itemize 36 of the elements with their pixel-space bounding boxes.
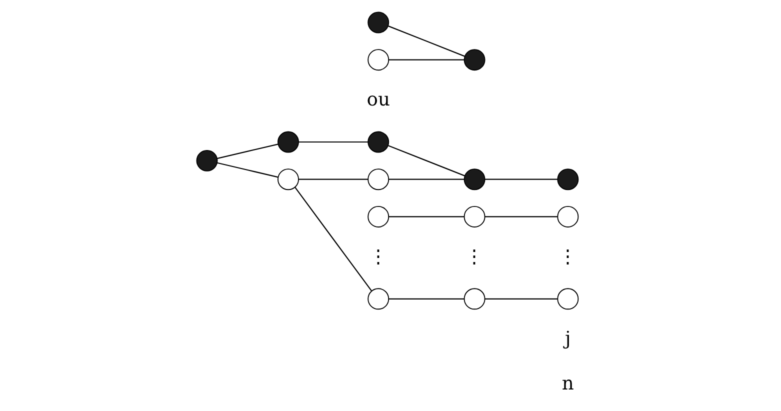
- label: ⋮: [465, 246, 484, 268]
- node-circle: [278, 131, 299, 153]
- node-circle: [368, 12, 390, 34]
- connector: [388, 298, 464, 300]
- node-circle: [368, 49, 390, 71]
- node-circle: [464, 206, 486, 228]
- connector: [294, 186, 372, 292]
- node-circle: [368, 288, 390, 310]
- node-circle: [464, 288, 486, 310]
- label: ⋮: [558, 246, 578, 268]
- label: ou: [366, 90, 390, 111]
- connector: [484, 216, 558, 218]
- connector: [388, 145, 465, 176]
- node-circle: [557, 288, 579, 310]
- connector: [298, 178, 368, 180]
- connector: [388, 178, 464, 180]
- label: ⋮: [368, 246, 388, 268]
- label: j: [565, 328, 571, 350]
- connector: [217, 162, 278, 178]
- node-circle: [278, 168, 299, 190]
- label: n: [562, 373, 574, 394]
- node-circle: [368, 168, 390, 190]
- connector: [484, 178, 558, 180]
- node-circle: [368, 131, 390, 153]
- connector: [298, 141, 368, 143]
- connector: [388, 59, 464, 60]
- connector: [388, 216, 464, 218]
- node-circle: [464, 49, 486, 71]
- node-circle: [196, 150, 218, 172]
- node-circle: [464, 168, 486, 190]
- connector: [388, 26, 465, 57]
- node-circle: [557, 168, 579, 190]
- connector: [217, 144, 278, 160]
- node-circle: [368, 206, 390, 228]
- connector: [484, 298, 558, 300]
- node-circle: [557, 206, 579, 228]
